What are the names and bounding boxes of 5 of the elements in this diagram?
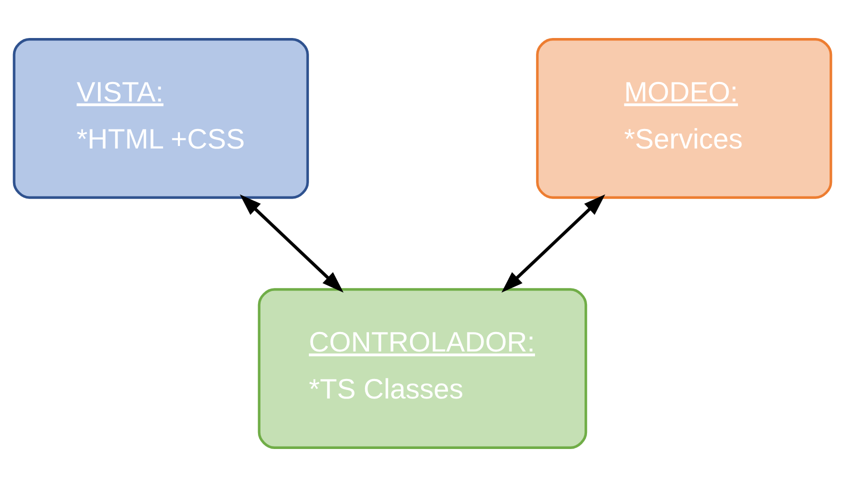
arrow: [239, 194, 344, 292]
arrow: [500, 194, 605, 292]
node-box: MODEO: *Services: [536, 38, 832, 198]
node-box: CONTROLADOR: *TS Classes: [257, 288, 587, 448]
node-box: VISTA: *HTML +CSS: [12, 38, 308, 198]
